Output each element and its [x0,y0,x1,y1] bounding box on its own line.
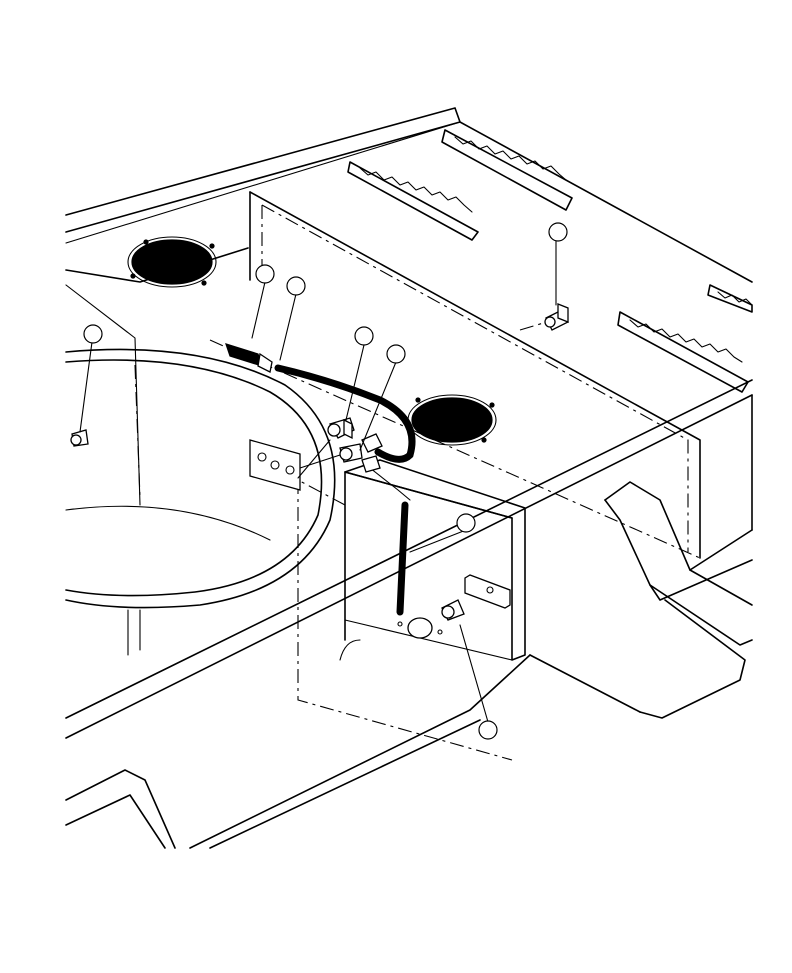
frame-outline [65,107,753,849]
callout-4 [386,344,406,364]
callout-3 [354,326,374,346]
side-bracket [297,459,526,761]
mounting-plate-left [249,439,301,491]
leader-lines [79,239,557,723]
left-port-hole [131,239,213,285]
callout-1 [255,264,275,284]
breather-fitting-left [70,429,89,447]
callout-5 [548,222,568,242]
callout-6 [83,324,103,344]
mounting-plate-right [464,574,511,609]
upper-hose [274,364,416,463]
elbow-fitting-upper [327,417,355,440]
elbow-fitting-lower [339,443,363,463]
fittings [70,303,569,621]
bracket-bore [407,617,433,639]
center-port-hole [411,397,493,443]
large-opening [65,348,336,656]
breather-fitting-right [544,303,569,331]
drain-fitting-lower [441,599,465,621]
slotted-rails [347,129,753,393]
callout-8 [478,720,498,740]
callout-2 [286,276,306,296]
right-ramp [529,481,753,719]
hose-assembly [225,343,416,616]
port-holes [127,236,497,446]
callouts [83,222,568,740]
lower-hose [396,501,409,616]
hose-nozzle [225,343,263,367]
rear-panel [134,191,701,559]
callout-7 [456,513,476,533]
